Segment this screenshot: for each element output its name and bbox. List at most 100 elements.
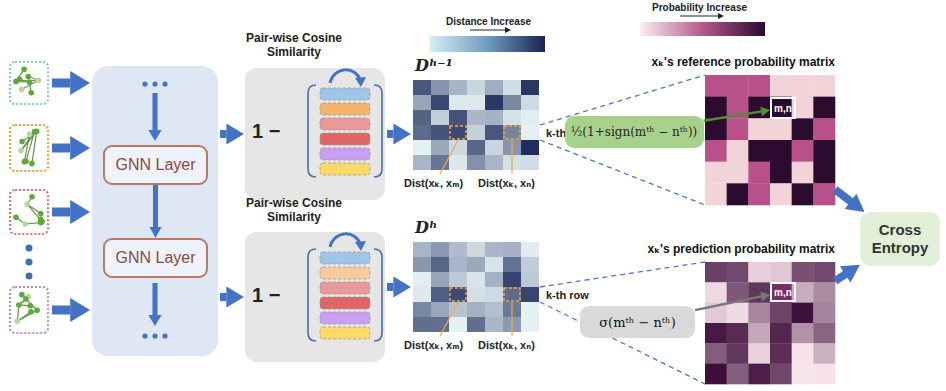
flow-arrow [70, 71, 90, 95]
distance-cell [467, 272, 485, 287]
distance-cell [431, 95, 449, 110]
distance-cell [521, 242, 539, 257]
distance-cell [467, 257, 485, 272]
distance-cell [485, 140, 503, 155]
ellipsis-dot [26, 273, 33, 280]
probability-gradient-bar [640, 22, 765, 36]
distance-cell [503, 257, 521, 272]
flow-arrow [220, 130, 226, 138]
prediction-cell [748, 303, 770, 324]
layer-box: GNN Layer [103, 238, 208, 278]
flow-arrow [393, 276, 411, 297]
layer-box: GNN Layer [103, 145, 208, 185]
graph-node [28, 90, 34, 96]
distance-cell [449, 155, 467, 170]
distance-cell [521, 272, 539, 287]
distance-cell [467, 95, 485, 110]
selected-cell [504, 126, 520, 139]
zoom-line [540, 262, 705, 287]
embedding-row [320, 118, 370, 130]
distance-cell [449, 287, 467, 302]
distance-cell [431, 242, 449, 257]
connector [149, 185, 161, 238]
increase-arrow [505, 27, 511, 33]
ellipsis-dot [26, 259, 33, 266]
matrix-frame: xₖ's prediction probability matrixm,n [705, 262, 835, 384]
increase-arrow [718, 13, 724, 19]
prediction-cell [792, 323, 814, 344]
distance-cell [485, 272, 503, 287]
leader-line [511, 140, 512, 174]
distance-cell [431, 302, 449, 317]
flow-arrow [393, 123, 411, 144]
gnn-panel [92, 66, 218, 356]
formula-box: ½(1+sign(mᵗʰ − nᵗʰ)) [565, 116, 704, 148]
distance-cell [413, 242, 431, 257]
distance-cell [485, 125, 503, 140]
distance-cell [431, 80, 449, 95]
connector [695, 292, 770, 310]
self-similarity-arrow [330, 70, 360, 83]
node-text: σ(mᵗʰ − nᵗʰ) [599, 315, 676, 330]
distance-cell [449, 110, 467, 125]
reference-cell [727, 118, 749, 140]
zoom-line [540, 140, 705, 205]
prediction-cell [727, 343, 749, 364]
reference-cell [770, 183, 792, 205]
distance-cell [485, 317, 503, 332]
distance-cell [521, 257, 539, 272]
reference-cell [792, 140, 814, 162]
reference-cell [748, 118, 770, 140]
embedding-row [320, 163, 370, 175]
reference-cell [748, 97, 770, 119]
reference-cell [792, 162, 814, 184]
prediction-cell [770, 282, 792, 303]
graph-node [17, 77, 23, 83]
prediction-cell [813, 282, 835, 303]
distance-cell [449, 80, 467, 95]
prediction-cell [705, 282, 727, 303]
prediction-cell [770, 364, 792, 385]
prediction-cell [813, 303, 835, 324]
connector [704, 107, 771, 121]
layer-arrow [148, 315, 161, 326]
distance-cell [521, 287, 539, 302]
node-text: m,n [774, 103, 792, 114]
distance-cell [431, 272, 449, 287]
arrow-head [149, 227, 161, 238]
distance-cell [485, 302, 503, 317]
distance-cell [521, 140, 539, 155]
reference-cell [705, 140, 727, 162]
distance-cell [431, 110, 449, 125]
graph-node [25, 74, 31, 80]
distance-cell [521, 125, 539, 140]
distance-cell [449, 257, 467, 272]
zoom-line [540, 302, 705, 384]
reference-cell [770, 140, 792, 162]
formula-box: σ(mᵗʰ − nᵗʰ) [580, 306, 695, 338]
distance-cell [431, 140, 449, 155]
leader-line [440, 302, 458, 336]
reference-cell [705, 75, 727, 97]
prediction-cell [792, 343, 814, 364]
distance-cell [485, 242, 503, 257]
prediction-cell [727, 303, 749, 324]
prediction-cell [813, 323, 835, 344]
flow-arrow [220, 293, 226, 301]
selected-cell [450, 288, 466, 301]
prediction-cell [748, 282, 770, 303]
arrow-head [760, 292, 770, 302]
distance-cell [431, 287, 449, 302]
prediction-cell [813, 343, 835, 364]
distance-label: Dist(xₖ, xₙ) [478, 177, 535, 190]
arrow-head [840, 265, 860, 283]
prediction-cell [748, 364, 770, 385]
connector [835, 265, 860, 283]
reference-cell [813, 140, 835, 162]
distance-cell [467, 80, 485, 95]
distance-cell [467, 287, 485, 302]
reference-cell [705, 162, 727, 184]
graph-node [29, 161, 35, 167]
embedding-row [320, 327, 370, 339]
graph-node [19, 139, 25, 145]
